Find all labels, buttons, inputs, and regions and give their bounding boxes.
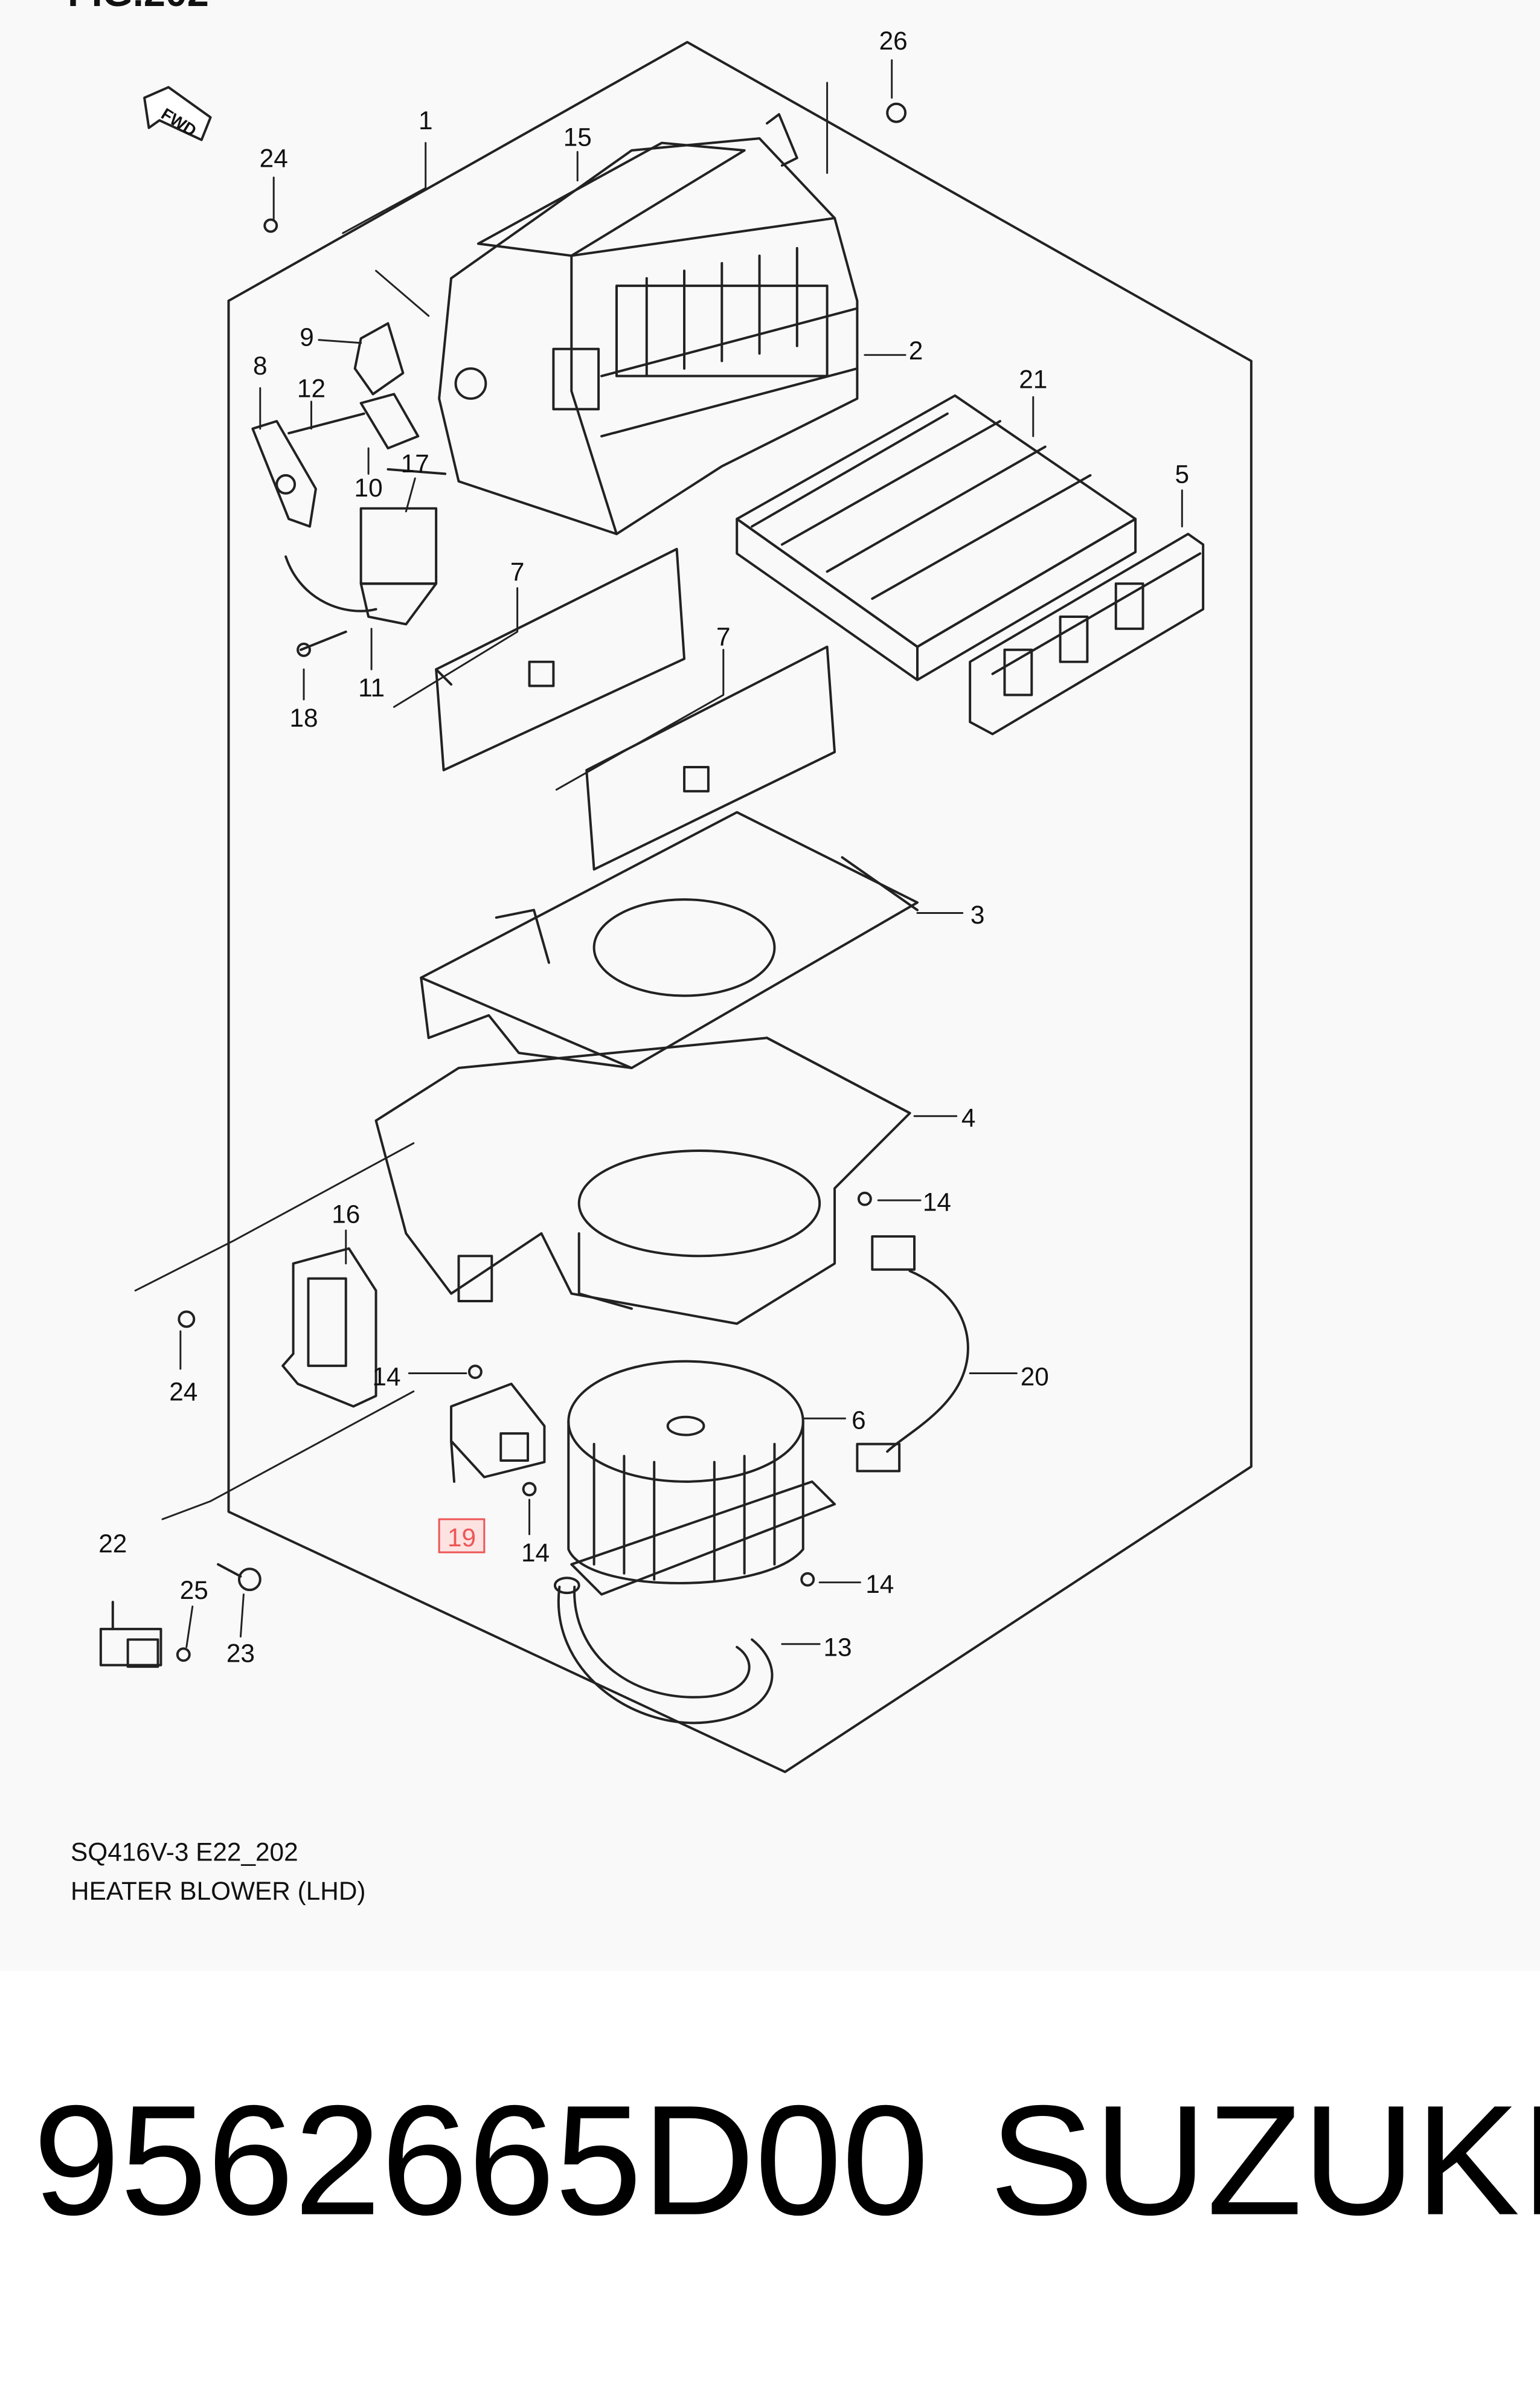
callout-21: 21 <box>1019 365 1047 393</box>
drain-hose <box>553 1577 774 1725</box>
callout-14b: 14 <box>372 1362 400 1391</box>
callout-20: 20 <box>1021 1362 1049 1391</box>
callout-7b: 7 <box>716 622 731 651</box>
duct <box>281 1247 377 1408</box>
callout-24b: 24 <box>169 1377 197 1406</box>
callout-22: 22 <box>98 1529 127 1558</box>
highlight-box-19 <box>438 1518 486 1554</box>
blower-upper-case <box>420 811 919 1070</box>
part-number: 9562665D00 <box>33 2074 929 2249</box>
callout-14d: 14 <box>865 1570 894 1598</box>
diagram-code: SQ416V-3 E22_202 <box>71 1838 298 1867</box>
callout-10: 10 <box>355 474 383 502</box>
callout-18: 18 <box>289 704 318 732</box>
callout-11: 11 <box>358 674 385 702</box>
assembly-frame <box>227 40 1253 1773</box>
callout-5: 5 <box>1175 460 1190 488</box>
screw-icons <box>176 102 907 1662</box>
callout-15: 15 <box>563 123 592 152</box>
actuator-linkages <box>251 322 447 651</box>
callout-26: 26 <box>879 27 908 55</box>
callout-12: 12 <box>297 374 326 402</box>
callout-4: 4 <box>961 1104 976 1132</box>
callout-19: 19 <box>448 1523 476 1552</box>
callout-7a: 7 <box>510 558 525 586</box>
callout-labels: 26 1 15 24 9 2 8 12 21 17 10 5 7 7 18 11… <box>98 27 1189 1667</box>
wiring-harness <box>856 1235 969 1473</box>
callout-9: 9 <box>300 323 314 352</box>
callout-23: 23 <box>226 1639 255 1668</box>
filter-cover <box>969 533 1205 736</box>
callout-17: 17 <box>401 449 429 478</box>
door-plates <box>435 547 836 871</box>
callout-3: 3 <box>971 901 985 929</box>
callout-16: 16 <box>332 1200 360 1229</box>
callout-13: 13 <box>823 1633 852 1662</box>
figure-header: FIG.202 <box>68 0 209 14</box>
callout-1: 1 <box>419 106 433 135</box>
air-filter <box>736 394 1137 681</box>
callout-14a: 14 <box>923 1188 951 1217</box>
exploded-diagram-area: FIG.202 FWD <box>68 0 1253 1906</box>
exploded-diagram: FIG.202 FWD <box>68 0 1253 1773</box>
brand-name: SUZUKI <box>989 2074 1540 2249</box>
heater-case <box>438 113 859 536</box>
callout-25: 25 <box>180 1576 208 1604</box>
callout-6: 6 <box>852 1406 866 1435</box>
diagram-title: HEATER BLOWER (LHD) <box>71 1877 366 1906</box>
relay <box>99 1601 162 1668</box>
blower-lower-case <box>374 1037 911 1325</box>
callout-2: 2 <box>909 336 923 365</box>
callout-14c: 14 <box>521 1538 550 1567</box>
blower-fan <box>567 1360 836 1596</box>
callout-8: 8 <box>253 352 268 380</box>
fwd-arrow-icon: FWD <box>143 86 212 141</box>
blower-resistor <box>450 1382 546 1483</box>
leader-lines <box>134 59 1183 1648</box>
callout-24: 24 <box>260 144 288 172</box>
